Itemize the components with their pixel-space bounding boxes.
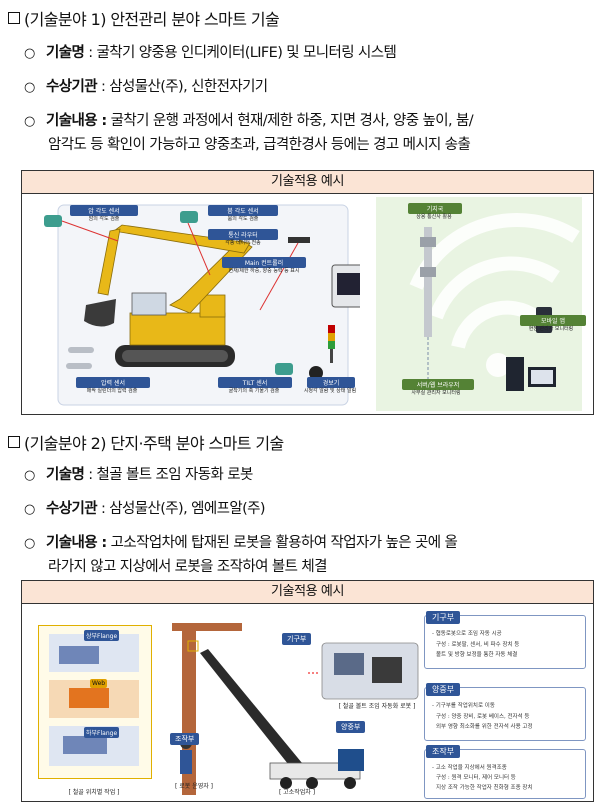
section1-content: ○기술내용 : 굴착기 운행 과정에서 현재/제한 하중, 지면 경사, 양중 …	[24, 110, 474, 133]
figure2-diagram: 상부Flange Web 하부Flange [ 철골 위치별 작업 ]	[22, 603, 593, 801]
flange-caption: [ 철골 위치별 작업 ]	[68, 789, 120, 796]
main-controller-sub: 현재/제한 하중, 양중 능력 등 표시	[228, 268, 300, 274]
section1-content-cont: 암각도 등 확인이 가능하고 양중초과, 급격한경사 등에는 경고 메시지 송출	[48, 137, 471, 153]
circle-bullet-icon: ○	[24, 114, 35, 129]
tilt-sensor-label: TILT 센서	[218, 377, 292, 388]
section2-content-cont: 라가지 않고 지상에서 로봇을 조작하여 볼트 체결	[48, 559, 327, 575]
circle-bullet-icon: ○	[24, 80, 35, 95]
lift-truck-diagram	[172, 623, 419, 795]
excavator-diagram	[44, 204, 360, 406]
robot-caption: [ 철골 볼트 조임 자동화 로봇 ]	[338, 703, 416, 710]
lift-unit-box-line2: 구성 : 양중 장비, 로봇 베이스, 전자석 등	[436, 714, 530, 720]
mechanism-box-line3: 볼트 및 방향 보정을 통한 자동 체결	[436, 652, 518, 658]
section2-award: ○수상기관 : 삼성물산(주), 엠에프알(주)	[24, 498, 266, 521]
main-controller-label: Main 컨트롤러	[222, 257, 306, 268]
flange-illustrations	[49, 634, 139, 766]
arm-sensor-sub: 암의 각도 검출	[88, 216, 120, 222]
base-station-sub: 상용 통신사 활용	[416, 214, 452, 220]
operator-label: 조작부	[170, 733, 200, 745]
pressure-sensor-sub: 매싹 실린더의 압력 검출	[86, 388, 138, 394]
tilt-sensor-sub: 굴착기의 축 기울기 검출	[228, 388, 280, 394]
operator-box-head: 조작부	[426, 745, 461, 758]
network-diagram	[376, 197, 582, 411]
base-station-label: 기지국	[408, 203, 462, 214]
router-label: 통신 라우터	[208, 229, 278, 240]
figure1: 기술적용 예시	[21, 170, 594, 415]
lift-unit-box	[424, 687, 586, 741]
circle-bullet-icon: ○	[24, 46, 35, 61]
operator-box-line1: - 고소 작업을 지상에서 원격조종	[432, 765, 507, 771]
lift-unit-label: 양중부	[336, 721, 366, 733]
mobile-app-sub: 현장 관리자 모니터링	[528, 326, 574, 332]
circle-bullet-icon: ○	[24, 536, 35, 551]
lift-unit-box-line3: 외부 영향 최소화를 위한 전자석 사용 고정	[436, 724, 533, 730]
mechanism-box-line1: - 협동로봇으로 조임 자동 시공	[432, 631, 502, 637]
figure2: 기술적용 예시 상부Flange Web 하부Flange [ 철골 위치별 작…	[21, 580, 594, 802]
boom-sensor-label: 붐 각도 센서	[208, 205, 278, 216]
checkbox-icon	[8, 436, 20, 448]
web-label: Web	[90, 679, 108, 688]
arm-sensor-label: 암 각도 센서	[70, 205, 138, 216]
lower-flange-label: 하부Flange	[84, 727, 120, 738]
section2-content: ○기술내용 : 고소작업차에 탑재된 로봇을 활용하여 작업자가 높은 곳에 올	[24, 532, 458, 555]
mechanism-box-head: 기구부	[426, 611, 461, 624]
lift-unit-box-head: 양중부	[426, 683, 461, 696]
figure2-header: 기술적용 예시	[22, 581, 593, 604]
operator-box-line2: 구성 : 원격 모니터, 제어 모니터 등	[436, 775, 516, 781]
operator-caption: [ 로봇 운영자 ]	[174, 783, 213, 790]
section2-tech-name: ○기술명 : 철골 볼트 조임 자동화 로봇	[24, 464, 253, 487]
mechanism-box-line2: 구성 : 로봇팔, 센서, 비 파수 장치 등	[436, 642, 520, 648]
alarm-sub: 시청각 알람 및 상태 알림	[303, 388, 357, 394]
section1-tech-name: ○기술명 : 굴착기 양중용 인디케이터(LIFE) 및 모니터링 시스템	[24, 42, 397, 65]
mechanism-label: 기구부	[282, 633, 312, 645]
figure1-diagram: 암 각도 센서 암의 각도 검출 붐 각도 센서 붐의 각도 검출 통신 라우터…	[22, 193, 593, 414]
checkbox-icon	[8, 12, 20, 24]
section1-award: ○수상기관 : 삼성물산(주), 신한전자기기	[24, 76, 268, 99]
circle-bullet-icon: ○	[24, 502, 35, 517]
upper-flange-label: 상부Flange	[84, 630, 120, 641]
alarm-label: 경보기	[307, 377, 355, 388]
mobile-app-label: 모바일 앱	[520, 315, 586, 326]
mechanism-box	[424, 615, 586, 669]
lift-unit-box-line1: - 기구부를 작업위치로 이동	[432, 703, 495, 709]
section2-title: (기술분야 2) 단지·주택 분야 스마트 기술	[8, 430, 284, 454]
web-browser-sub: 사무실 관리자 모니터링	[411, 390, 461, 396]
router-sub: 각종 데이터 전송	[225, 240, 261, 246]
boom-sensor-sub: 붐의 각도 검출	[227, 216, 259, 222]
circle-bullet-icon: ○	[24, 468, 35, 483]
pressure-sensor-label: 압력 센서	[76, 377, 150, 388]
web-browser-label: 서버/웹 브라우저	[402, 379, 474, 390]
operator-box-line3: 지상 조작 가능한 작업자 친화형 조종 장치	[436, 785, 533, 791]
section1-title: (기술분야 1) 안전관리 분야 스마트 기술	[8, 6, 280, 30]
figure1-header: 기술적용 예시	[22, 171, 593, 194]
lift-truck-caption: [ 고소작업차 ]	[278, 789, 316, 796]
